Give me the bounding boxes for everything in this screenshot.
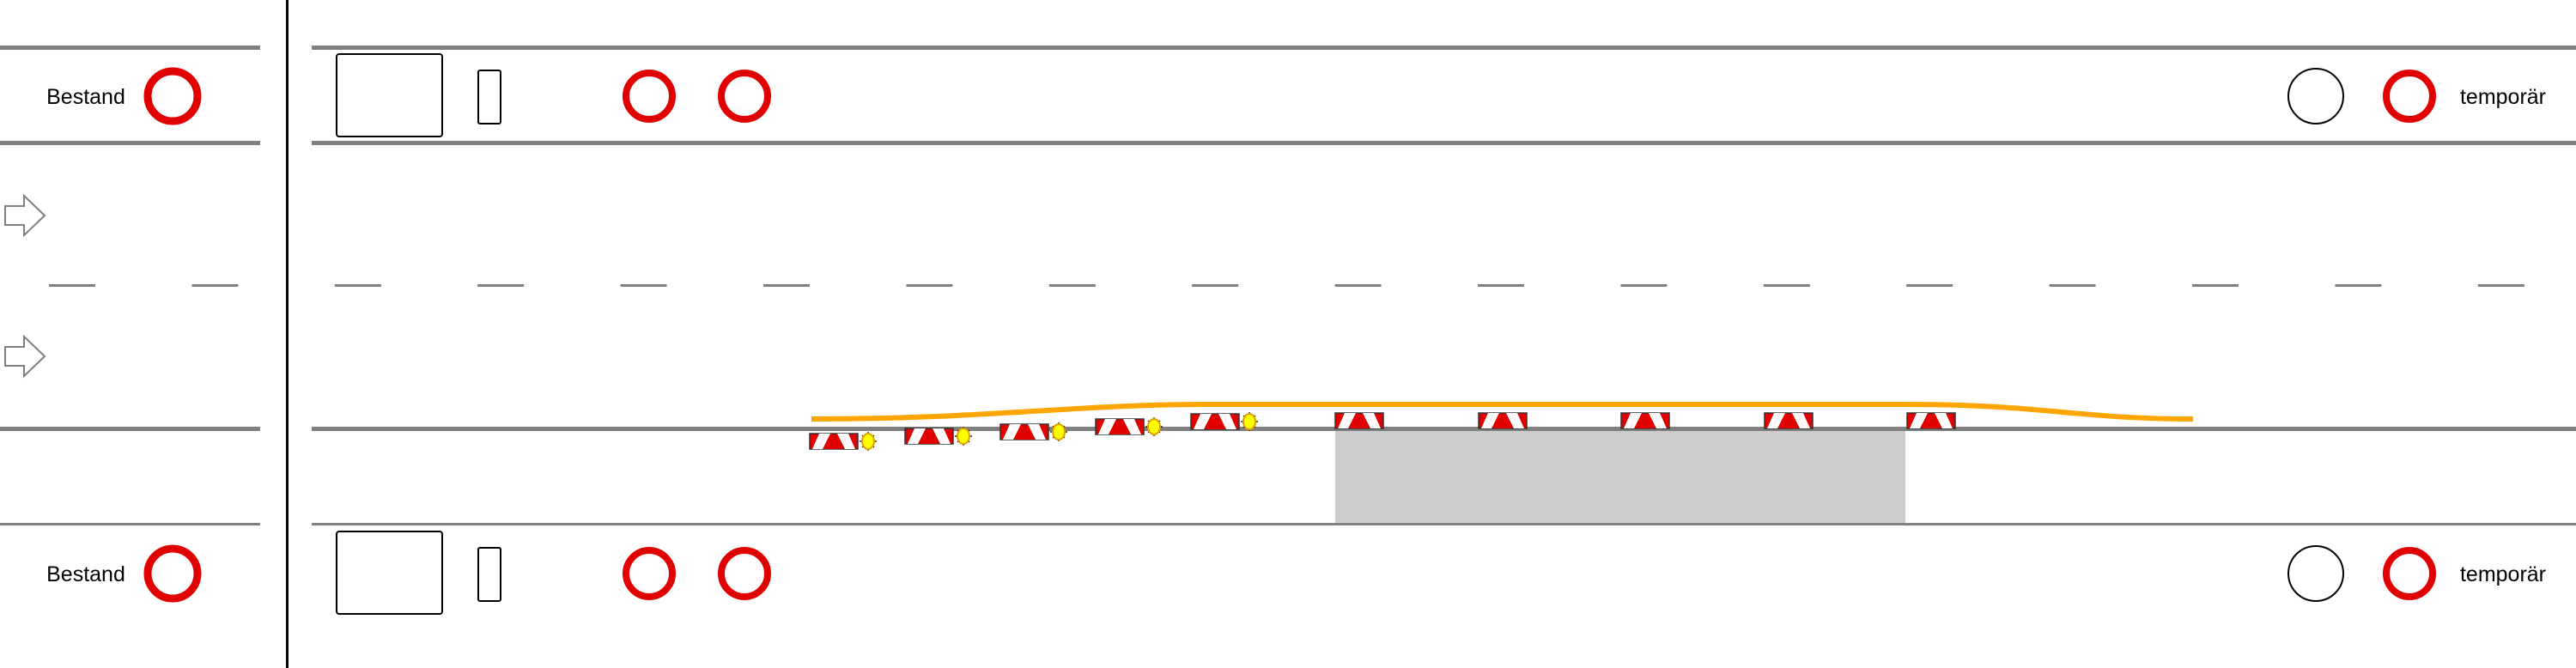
barrier-with-warning-light — [1095, 417, 1163, 436]
barrier — [1764, 412, 1814, 429]
speed-limit-sign-temporary: 120 — [2383, 70, 2436, 123]
sign-strip-top-upper-line — [312, 46, 2576, 50]
lane-dash — [334, 284, 381, 287]
roadworks-sign-2km: 2 km — [336, 53, 443, 137]
speed-limit-sign-existing: 120 — [143, 67, 202, 125]
existing-label: Bestand — [46, 562, 125, 586]
temporary-label: temporär — [2460, 85, 2546, 109]
shoulder-edge-left — [0, 523, 260, 525]
speed-limit-sign-temporary: 120 — [2383, 547, 2436, 600]
barrier — [1478, 412, 1528, 429]
speed-limit-sign-100: 100 — [623, 70, 676, 123]
lane-dash — [620, 284, 667, 287]
lane-dash — [1334, 284, 1382, 287]
road-edge-top — [312, 141, 2576, 145]
barrier-with-warning-light — [999, 422, 1067, 441]
lane-dash — [1763, 284, 1810, 287]
sign-strip-top-upper-line-left — [0, 46, 260, 50]
warning-light-icon — [955, 427, 972, 446]
barrier — [1906, 412, 1956, 429]
temporary-label: temporär — [2460, 562, 2546, 586]
lane-dash — [1048, 284, 1096, 287]
lane-dash — [2049, 284, 2096, 287]
road-edge-right-lane — [312, 427, 2576, 431]
lane-dash — [191, 284, 239, 287]
roadworks-sign-2km: 2 km — [336, 531, 443, 615]
lane-dash — [763, 284, 810, 287]
sign-row-bottom: Bestand 120 2 km 800 m 100 80 120 tempor… — [46, 531, 2546, 615]
roadworks-sign-800m: 800 m — [477, 70, 501, 124]
lane-dash — [906, 284, 953, 287]
speed-limit-sign-existing: 120 — [143, 544, 202, 603]
speed-limit-sign-100: 100 — [623, 547, 676, 600]
road-edge-top-left — [0, 141, 260, 145]
barrier-with-warning-light — [904, 427, 972, 446]
lane-dash — [2192, 284, 2239, 287]
lane-dash — [1478, 284, 1524, 287]
direction-arrow-icon — [4, 193, 46, 238]
barrier — [1334, 412, 1384, 429]
lane-dash — [477, 284, 525, 287]
shoulder-edge — [312, 523, 2576, 525]
roadworks-sign-800m: 800 m — [477, 547, 501, 602]
crossed-out-overtaking-sign — [2287, 545, 2344, 602]
road-edge-right-lane-left — [0, 427, 260, 431]
warning-light-icon — [1145, 417, 1163, 436]
lane-dash — [49, 284, 95, 287]
crossed-out-overtaking-sign — [2287, 68, 2344, 124]
lane-dash — [1906, 284, 1953, 287]
lane-dash — [2335, 284, 2382, 287]
warning-light-icon — [1050, 422, 1067, 441]
existing-label: Bestand — [46, 85, 125, 109]
speed-limit-sign-80: 80 — [718, 547, 771, 600]
lane-dash — [1620, 284, 1668, 287]
lane-divider-dashes — [49, 284, 2524, 287]
lane-dash — [2477, 284, 2524, 287]
barrier-with-warning-light — [809, 432, 877, 451]
closed-work-area — [1335, 430, 1905, 524]
road-lines — [0, 46, 2576, 525]
warning-light-icon — [1241, 412, 1258, 431]
barrier-with-warning-light — [1190, 412, 1258, 431]
speed-limit-sign-80: 80 — [718, 70, 771, 123]
warning-light-icon — [860, 432, 877, 451]
lane-dash — [1192, 284, 1239, 287]
section-separator — [286, 0, 289, 668]
guide-line — [811, 402, 2194, 422]
barriers — [809, 412, 1956, 451]
direction-arrow-icon — [4, 334, 46, 379]
barrier — [1620, 412, 1670, 429]
sign-row-top: Bestand 120 2 km 800 m 100 80 120 tempor… — [46, 53, 2546, 137]
